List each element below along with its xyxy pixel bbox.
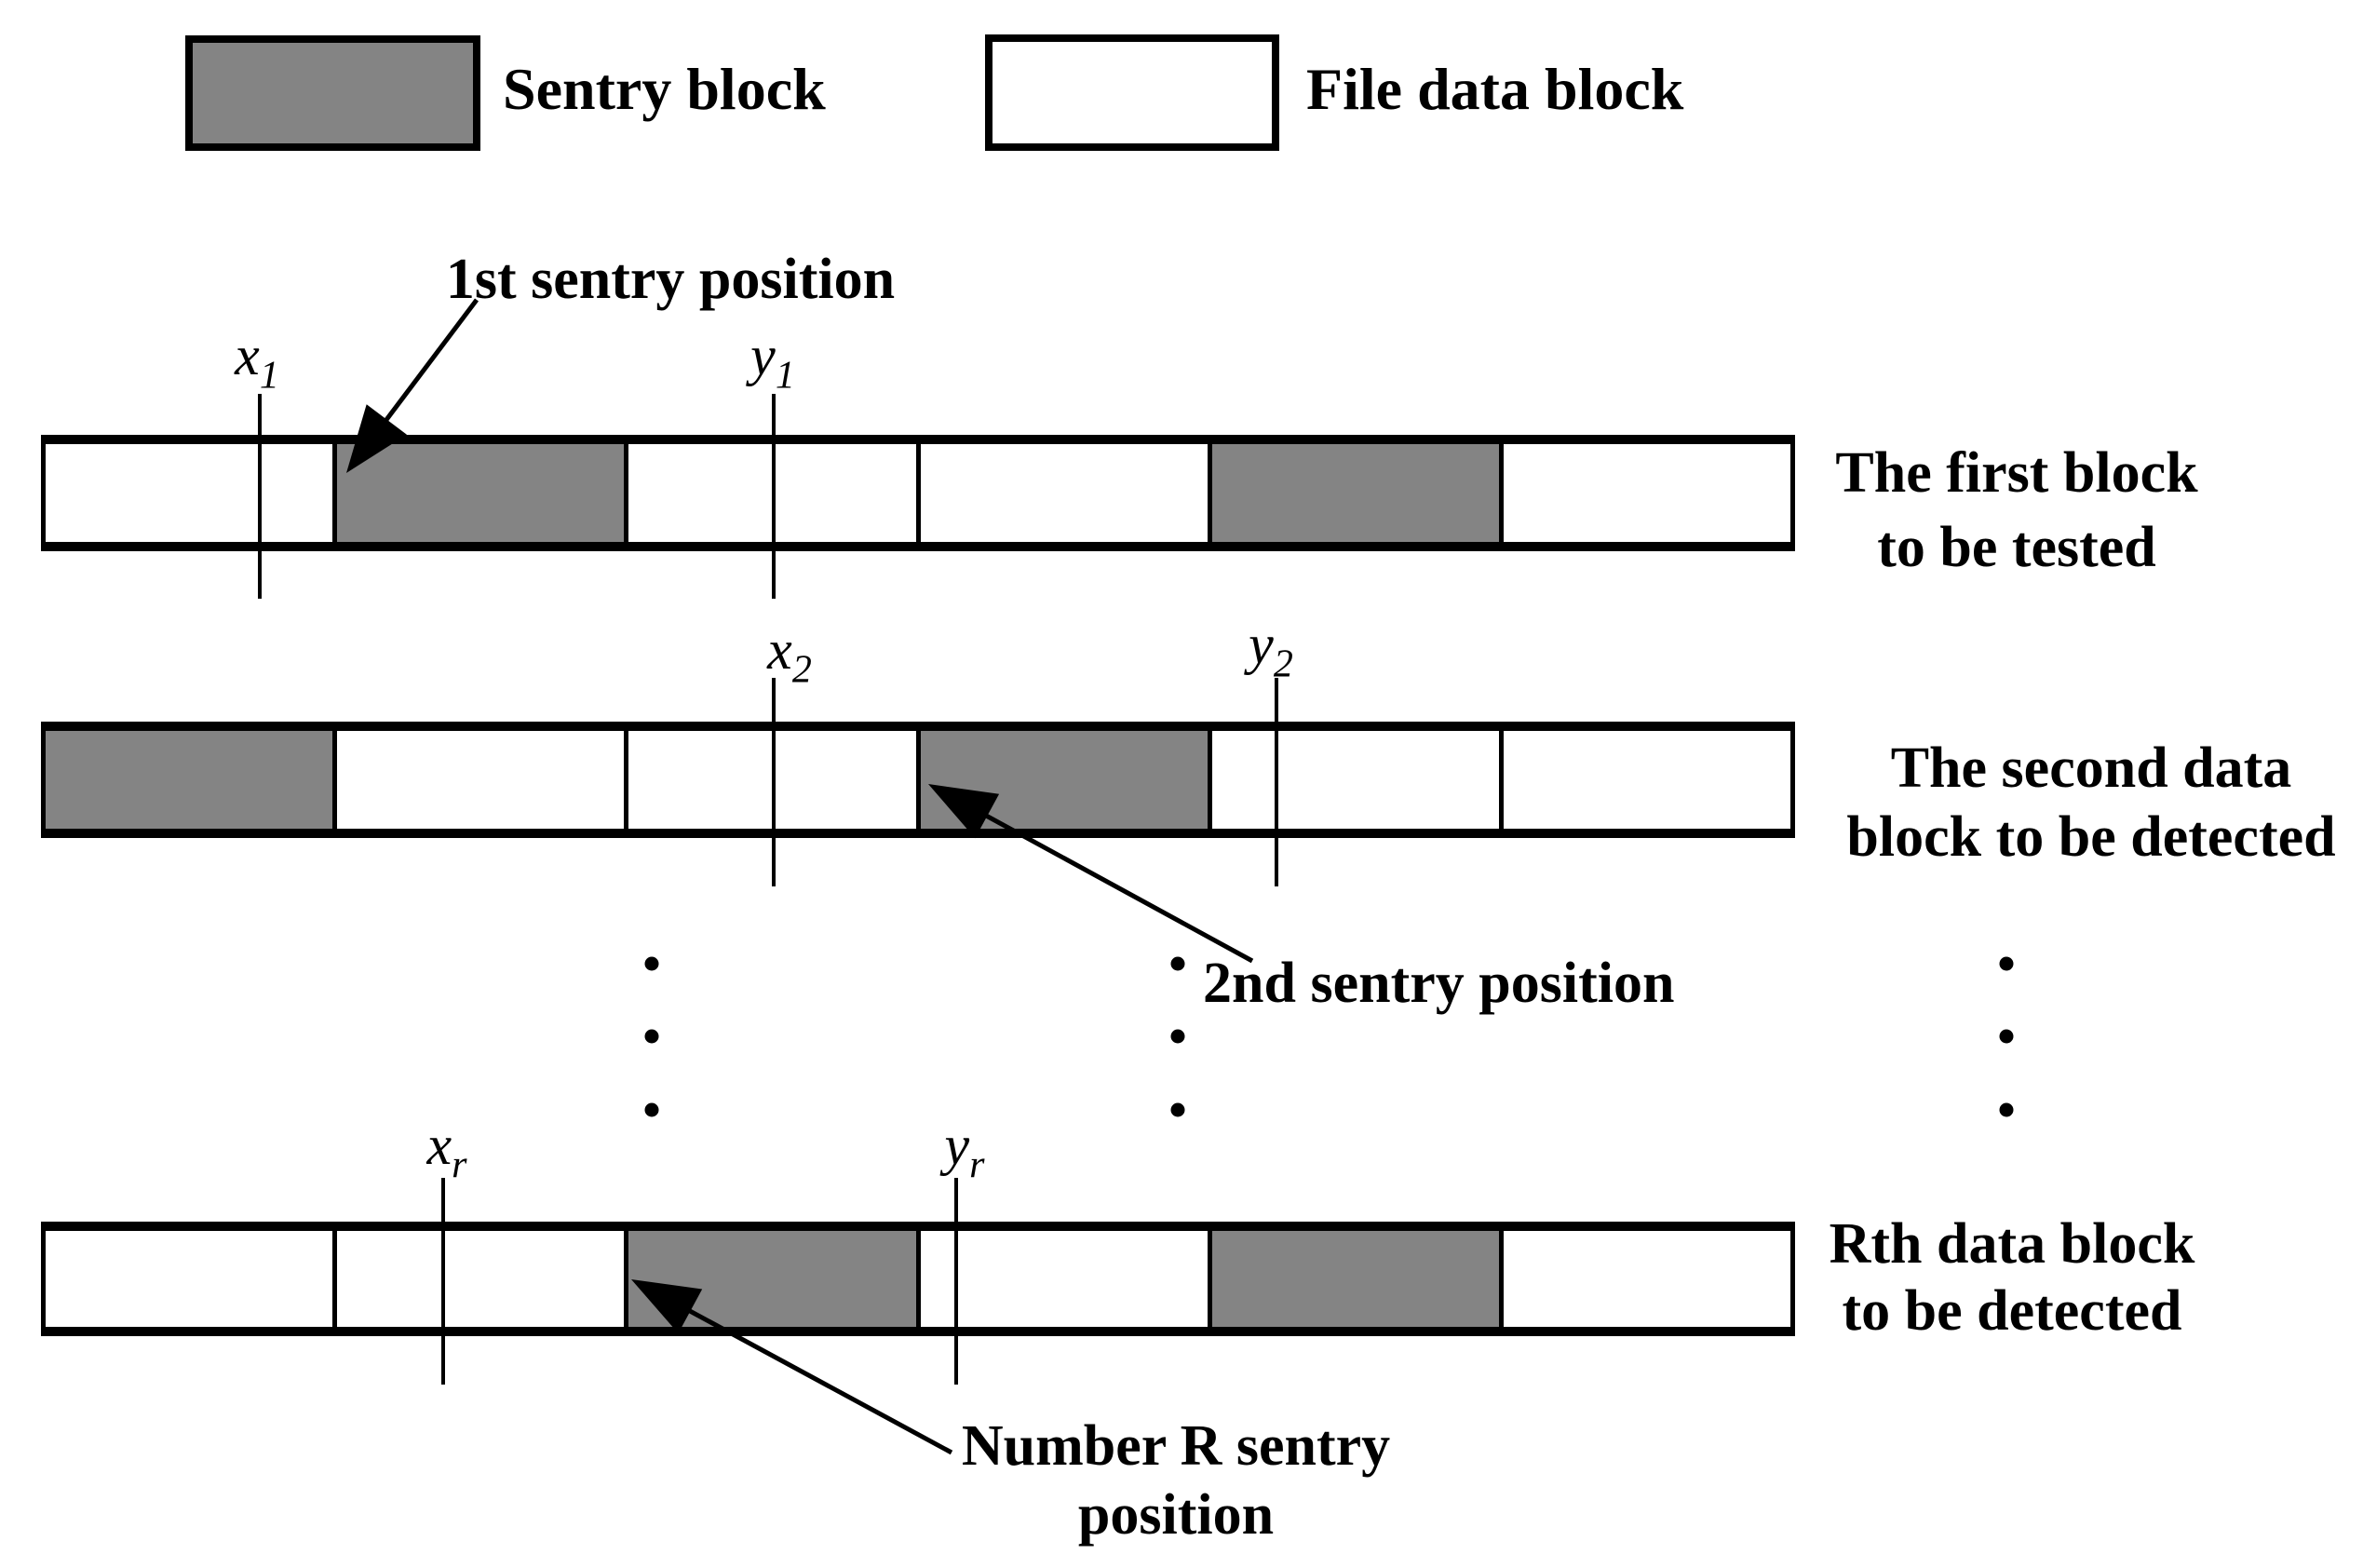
file-data-block-segment <box>337 731 629 829</box>
tick-label-base: y <box>1249 614 1274 675</box>
tick-line-x1 <box>258 394 262 599</box>
row-1-side-label: The first block to be tested <box>1835 436 2197 585</box>
annotation-line: position <box>1077 1483 1275 1547</box>
tick-label-base: x <box>235 325 260 386</box>
file-data-block-segment <box>46 444 338 542</box>
tick-label-y1: y1 <box>750 325 795 396</box>
side-label-line: to be tested <box>1877 516 2156 579</box>
legend-label-sentry: Sentry block <box>503 56 826 122</box>
annotation-2nd-sentry-position: 2nd sentry position <box>1203 952 1675 1015</box>
file-data-block-segment <box>46 1231 338 1327</box>
ellipsis-dot <box>644 956 659 971</box>
tick-label-subscript: 1 <box>775 354 795 398</box>
tick-label-subscript: r <box>452 1143 467 1187</box>
tick-label-subscript: 2 <box>791 648 812 692</box>
ellipsis-dot <box>1999 956 2014 971</box>
side-label-line: The first block <box>1835 441 2198 505</box>
ellipsis-dot <box>1170 1102 1185 1117</box>
sentry-block-segment <box>920 731 1212 829</box>
tick-label-base: x <box>426 1115 452 1176</box>
ellipsis-dot <box>644 1102 659 1117</box>
tick-label-subscript: 2 <box>1273 642 1293 686</box>
file-data-block-segment <box>920 1231 1212 1327</box>
tick-label-subscript: 1 <box>259 354 279 398</box>
tick-label-x2: x2 <box>767 619 812 690</box>
file-data-block-segment <box>1503 444 1791 542</box>
ellipsis-dot <box>1999 1029 2014 1044</box>
ellipsis-dot <box>1999 1102 2014 1117</box>
sentry-block-segment <box>1211 444 1504 542</box>
tick-line-y1 <box>772 394 776 599</box>
side-label-line: block to be detected <box>1846 805 2336 869</box>
side-label-line: The second data <box>1890 737 2292 800</box>
row-2-side-label: The second data block to be detected <box>1846 734 2335 872</box>
file-data-block-swatch <box>985 34 1279 151</box>
tick-line-xr <box>441 1178 445 1385</box>
ellipsis-dot <box>1170 956 1185 971</box>
side-label-line: Rth data block <box>1829 1212 2195 1276</box>
row-3-side-label: Rth data block to be detected <box>1830 1210 2195 1345</box>
tick-label-xr: xr <box>426 1115 467 1185</box>
tick-label-base: y <box>944 1115 970 1176</box>
side-label-line: to be detected <box>1842 1279 2182 1343</box>
sentry-block-segment <box>1211 1231 1504 1327</box>
arrow-line-1st-sentry <box>364 298 479 448</box>
sentry-block-segment <box>337 444 629 542</box>
tick-label-subscript: r <box>969 1143 985 1187</box>
file-data-block-segment <box>1503 1231 1791 1327</box>
legend-label-file: File data block <box>1306 56 1684 122</box>
tick-line-x2 <box>772 678 776 886</box>
annotation-1st-sentry-position: 1st sentry position <box>445 248 896 311</box>
file-data-block-segment <box>337 1231 629 1327</box>
data-block-row-2 <box>41 722 1795 838</box>
tick-label-yr: yr <box>944 1115 985 1185</box>
tick-label-base: x <box>767 619 792 681</box>
tick-label-x1: x1 <box>235 325 279 396</box>
tick-label-base: y <box>750 325 776 386</box>
data-block-row-1 <box>41 435 1795 551</box>
tick-label-y2: y2 <box>1249 614 1293 684</box>
data-block-row-3 <box>41 1222 1795 1336</box>
tick-line-yr <box>954 1178 958 1385</box>
file-data-block-segment <box>1211 731 1504 829</box>
tick-line-y2 <box>1275 678 1278 886</box>
annotation-number-r-sentry-position: Number R sentry position <box>962 1412 1390 1549</box>
sentry-block-segment <box>46 731 338 829</box>
ellipsis-dot <box>644 1029 659 1044</box>
annotation-line: Number R sentry <box>961 1414 1391 1478</box>
file-data-block-segment <box>920 444 1212 542</box>
sentry-block-segment <box>628 1231 921 1327</box>
ellipsis-dot <box>1170 1029 1185 1044</box>
file-data-block-segment <box>1503 731 1791 829</box>
sentry-block-swatch <box>185 35 480 151</box>
